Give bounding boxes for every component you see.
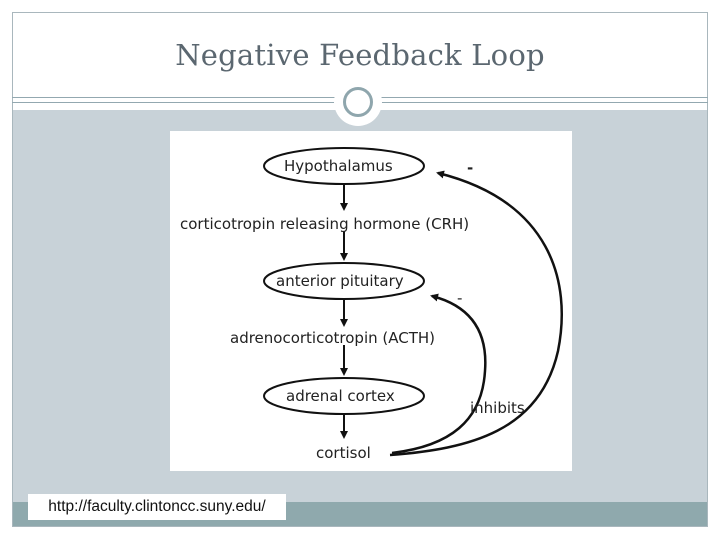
source-url: http://faculty.clintoncc.suny.edu/ [48,498,266,515]
hypothalamus-label: Hypothalamus [284,157,393,175]
adrenal-cortex-label: adrenal cortex [286,387,395,405]
minus-sign-pituitary: - [457,289,463,307]
feedback-diagram: Hypothalamus corticotropin releasing hor… [170,131,572,471]
cortisol-label: cortisol [316,444,371,462]
acth-label: adrenocorticotropin (ACTH) [230,329,436,347]
anterior-pituitary-label: anterior pituitary [276,272,404,290]
slide-title: Negative Feedback Loop [175,38,545,72]
title-area: Negative Feedback Loop [12,12,708,100]
minus-sign-hypothalamus: - [467,159,474,177]
ornament-ring [343,87,373,117]
diagram-graphics [263,147,564,457]
feedback-arrow-to-pituitary [391,293,487,455]
inhibits-label: inhibits [470,399,525,417]
source-credit: http://faculty.clintoncc.suny.edu/ [28,494,286,520]
feedback-arrow-to-hypothalamus [389,170,564,457]
crh-label: corticotropin releasing hormone (CRH) [180,215,470,233]
circle-ornament-icon [334,78,382,126]
